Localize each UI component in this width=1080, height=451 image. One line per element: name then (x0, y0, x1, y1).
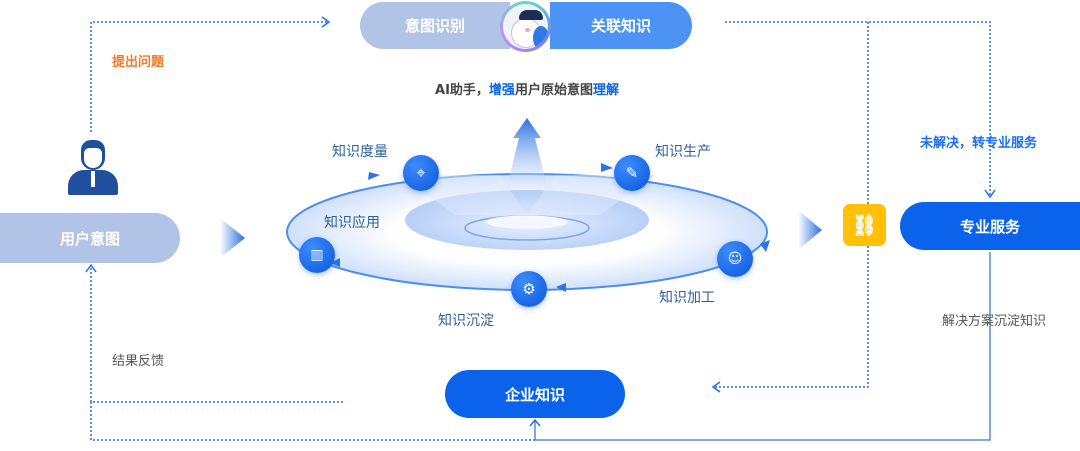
related-knowledge-label: 关联知识 (590, 17, 651, 35)
chevron-right-icon (798, 210, 822, 250)
knowledge-process-label: 知识加工 (659, 290, 715, 306)
link-icon: ⛓ (843, 204, 886, 246)
intent-recognition-pill: 意图识别 (360, 2, 510, 49)
solution-settle-label: 解决方案沉淀知识 (942, 314, 1047, 329)
related-knowledge-pill: 关联知识 (550, 2, 692, 49)
professional-service-label: 专业服务 (959, 217, 1020, 236)
knowledge-measure-label: 知识度量 (332, 144, 388, 160)
knowledge-produce-label: 知识生产 (655, 144, 711, 160)
unresolved-label: 未解决，转专业服务 (920, 136, 1038, 151)
assistant-caption: AI助手，增强用户原始意图理解 (435, 83, 619, 98)
analytics-board-icon: ▥ (299, 237, 335, 273)
decision-person-icon: ☺ (717, 241, 753, 277)
user-intent-pill: 用户意图 (0, 213, 180, 263)
blueprint-icon: ✎ (614, 155, 650, 191)
feedback-label: 结果反馈 (112, 354, 165, 369)
map-icon: ⌖ (403, 155, 439, 191)
user-icon (68, 140, 118, 195)
knowledge-apply-label: 知识应用 (324, 215, 380, 231)
user-intent-label: 用户意图 (59, 229, 120, 248)
ask-question-label: 提出问题 (112, 55, 165, 70)
assistant-avatar (500, 1, 551, 52)
enterprise-knowledge-pill: 企业知识 (445, 370, 625, 418)
professional-service-pill: 专业服务 (900, 202, 1080, 250)
gear-settings-icon: ⚙ (511, 271, 547, 307)
enterprise-knowledge-label: 企业知识 (504, 385, 565, 404)
chevron-right-icon (220, 218, 245, 258)
knowledge-settle-label: 知识沉淀 (438, 313, 494, 329)
intent-recognition-label: 意图识别 (404, 17, 465, 35)
up-arrow-icon (506, 118, 548, 190)
